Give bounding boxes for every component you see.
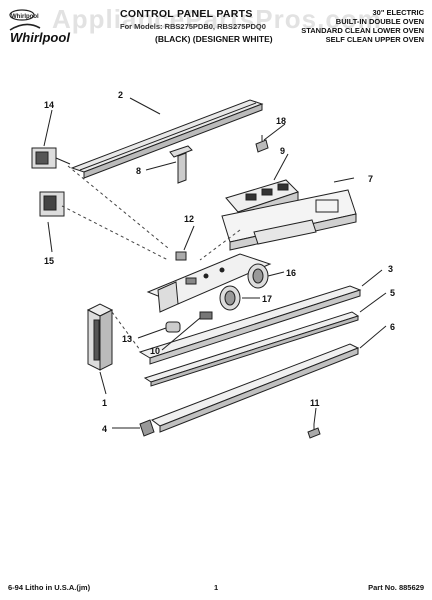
part-10: [199, 311, 213, 320]
clip-part-11: [307, 424, 321, 439]
footer-part-number: Part No. 885629: [368, 583, 424, 592]
spec-line-1: 30" ELECTRIC: [372, 8, 424, 17]
svg-text:Whirlpool: Whirlpool: [10, 30, 70, 45]
callout-5: 5: [390, 288, 395, 298]
rail-part-6: [150, 343, 360, 433]
finish-label: (BLACK) (DESIGNER WHITE): [155, 34, 273, 44]
whirlpool-logo: Whirlpool Whirlpool: [9, 9, 70, 45]
top-trim-rail: [70, 99, 264, 179]
knob-part-17: [219, 285, 241, 311]
callout-7: 7: [368, 174, 373, 184]
callout-9: 9: [280, 146, 285, 156]
clip-part-18: [255, 135, 269, 153]
connector-part-12: [175, 251, 187, 261]
callout-14: 14: [44, 100, 54, 110]
knob-part-16: [247, 263, 269, 289]
callout-15: 15: [44, 256, 54, 266]
callout-10: 10: [150, 346, 160, 356]
callout-6: 6: [390, 322, 395, 332]
callout-16: 16: [286, 268, 296, 278]
rail-part-3: [138, 285, 362, 365]
control-panel-bracket: [146, 253, 272, 313]
callout-1: 1: [102, 398, 107, 408]
footer-page-number: 1: [214, 583, 219, 592]
callout-2: 2: [118, 90, 123, 100]
end-cap-part-1: [86, 303, 114, 371]
watermark: AppliancePartsPros.com: [52, 4, 382, 34]
page-title: CONTROL PANEL PARTS: [120, 8, 253, 20]
callout-11: 11: [310, 398, 320, 408]
svg-text:Whirlpool: Whirlpool: [11, 14, 39, 20]
bracket-part-8: [169, 145, 193, 184]
callout-3: 3: [388, 264, 393, 274]
switch-part-15: [39, 191, 65, 217]
spec-line-4: SELF CLEAN UPPER OVEN: [325, 35, 424, 44]
callout-13: 13: [122, 334, 132, 344]
callout-18: 18: [276, 116, 286, 126]
spec-line-2: BUILT-IN DOUBLE OVEN: [335, 17, 424, 26]
callout-12: 12: [184, 214, 194, 224]
callout-17: 17: [262, 294, 272, 304]
spec-line-3: STANDARD CLEAN LOWER OVEN: [301, 26, 424, 35]
clip-part-4: [139, 419, 155, 437]
switch-part-14: [31, 147, 71, 169]
model-numbers: For Models: RBS275PDB0, RBS275PDQ0: [120, 22, 266, 31]
footer-litho: 6-94 Litho in U.S.A.(jm): [8, 583, 91, 592]
part-13: [165, 321, 181, 333]
callout-8: 8: [136, 166, 141, 176]
control-panel-face-part-7: [221, 189, 357, 251]
rail-part-5: [143, 311, 360, 387]
callout-4: 4: [102, 424, 107, 434]
